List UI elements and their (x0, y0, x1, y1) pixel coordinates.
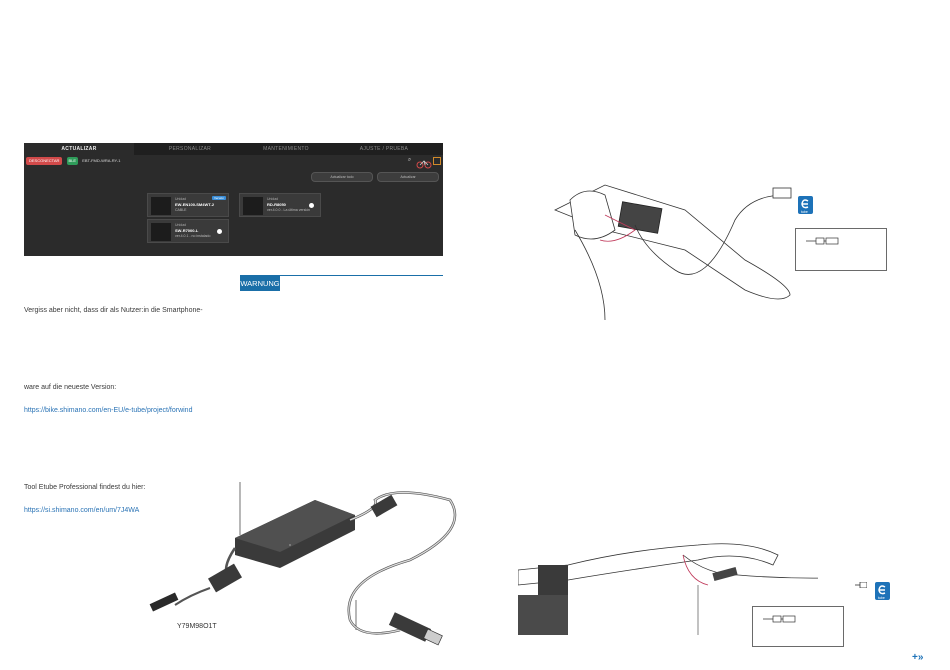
select-radio[interactable] (309, 203, 314, 208)
svg-text:tube: tube (801, 210, 808, 214)
connection-row: DESCONECTAR BLE EBT-FMD-WRA-RY-1 (26, 157, 120, 165)
tab-personalizar[interactable]: PERSONALIZAR (168, 146, 212, 152)
bike-icon (416, 156, 432, 169)
card-status: CABLE (175, 208, 187, 212)
adapter-caption: Y79M98O1T (177, 623, 217, 630)
status-tag[interactable]: DESCONECTAR (26, 157, 63, 165)
connection-tag: BLE (66, 157, 79, 165)
tab-ajuste[interactable]: AJUSTE / PRUEBA (359, 146, 409, 152)
device-label: EBT-FMD-WRA-RY-1 (82, 158, 121, 163)
device-thumbnail (243, 197, 263, 215)
card-type: Unidad (175, 197, 187, 201)
warning-label: WARNUNG (240, 276, 280, 291)
search-icon[interactable]: ⌕ (407, 157, 412, 163)
svg-text:tube: tube (878, 596, 885, 600)
update-all-button[interactable]: Actualizar todo (311, 172, 373, 182)
app-tab-bar: ACTUALIZAR PERSONALIZAR MANTENIMIENTO AJ… (24, 143, 443, 155)
device-card-1[interactable]: Unidad EW-EN100-SM4WT-2 CABLE Versión (147, 193, 229, 217)
connector-callout-bottom (752, 606, 844, 647)
version-badge: Versión (211, 196, 226, 200)
bike-stem-illustration-bottom (517, 525, 863, 635)
usb-plug-icon (855, 575, 868, 589)
device-card-3[interactable]: Unidad RD-R8050 ver.4.0.0 - La última ve… (239, 193, 321, 217)
select-radio[interactable] (217, 229, 222, 234)
e-tube-project-link[interactable]: https://bike.shimano.com/en-EU/e-tube/pr… (24, 407, 193, 414)
tab-actualizar[interactable]: ACTUALIZAR (24, 143, 134, 155)
body-text-line: Vergiss aber nicht, dass dir als Nutzer:… (24, 307, 203, 314)
card-model: SW-R7000-L (175, 228, 199, 233)
warning-rule (240, 275, 443, 276)
card-model: RD-R8050 (267, 202, 286, 207)
card-type: Unidad (267, 197, 279, 201)
bike-stem-illustration-top (545, 170, 795, 330)
body-text-line: ware auf die neueste Version: (24, 384, 117, 391)
device-thumbnail (151, 223, 171, 241)
card-status: ver.4.0.0 - La última versión (267, 208, 310, 212)
tab-mantenimiento[interactable]: MANTENIMIENTO (263, 146, 309, 152)
wireless-adapter-illustration (140, 470, 460, 660)
device-thumbnail (151, 197, 171, 215)
next-page-button[interactable]: +» (912, 652, 924, 663)
etube-icon: tube (798, 196, 813, 214)
etube-app-screenshot: ACTUALIZAR PERSONALIZAR MANTENIMIENTO AJ… (24, 143, 443, 256)
etube-icon: tube (875, 582, 890, 600)
update-button[interactable]: Actualizar (377, 172, 439, 182)
body-text-line: Tool Etube Professional findest du hier: (24, 484, 146, 491)
device-card-2[interactable]: Unidad SW-R7000-L ver.4.0.1 - no instala… (147, 219, 229, 243)
connector-callout-top (795, 228, 887, 271)
card-status: ver.4.0.1 - no instalado (175, 234, 211, 238)
card-model: EW-EN100-SM4WT-2 (175, 202, 215, 207)
menu-icon[interactable] (433, 157, 441, 165)
card-type: Unidad (175, 223, 187, 227)
manual-link[interactable]: https://si.shimano.com/en/um/7J4WA (24, 507, 140, 514)
